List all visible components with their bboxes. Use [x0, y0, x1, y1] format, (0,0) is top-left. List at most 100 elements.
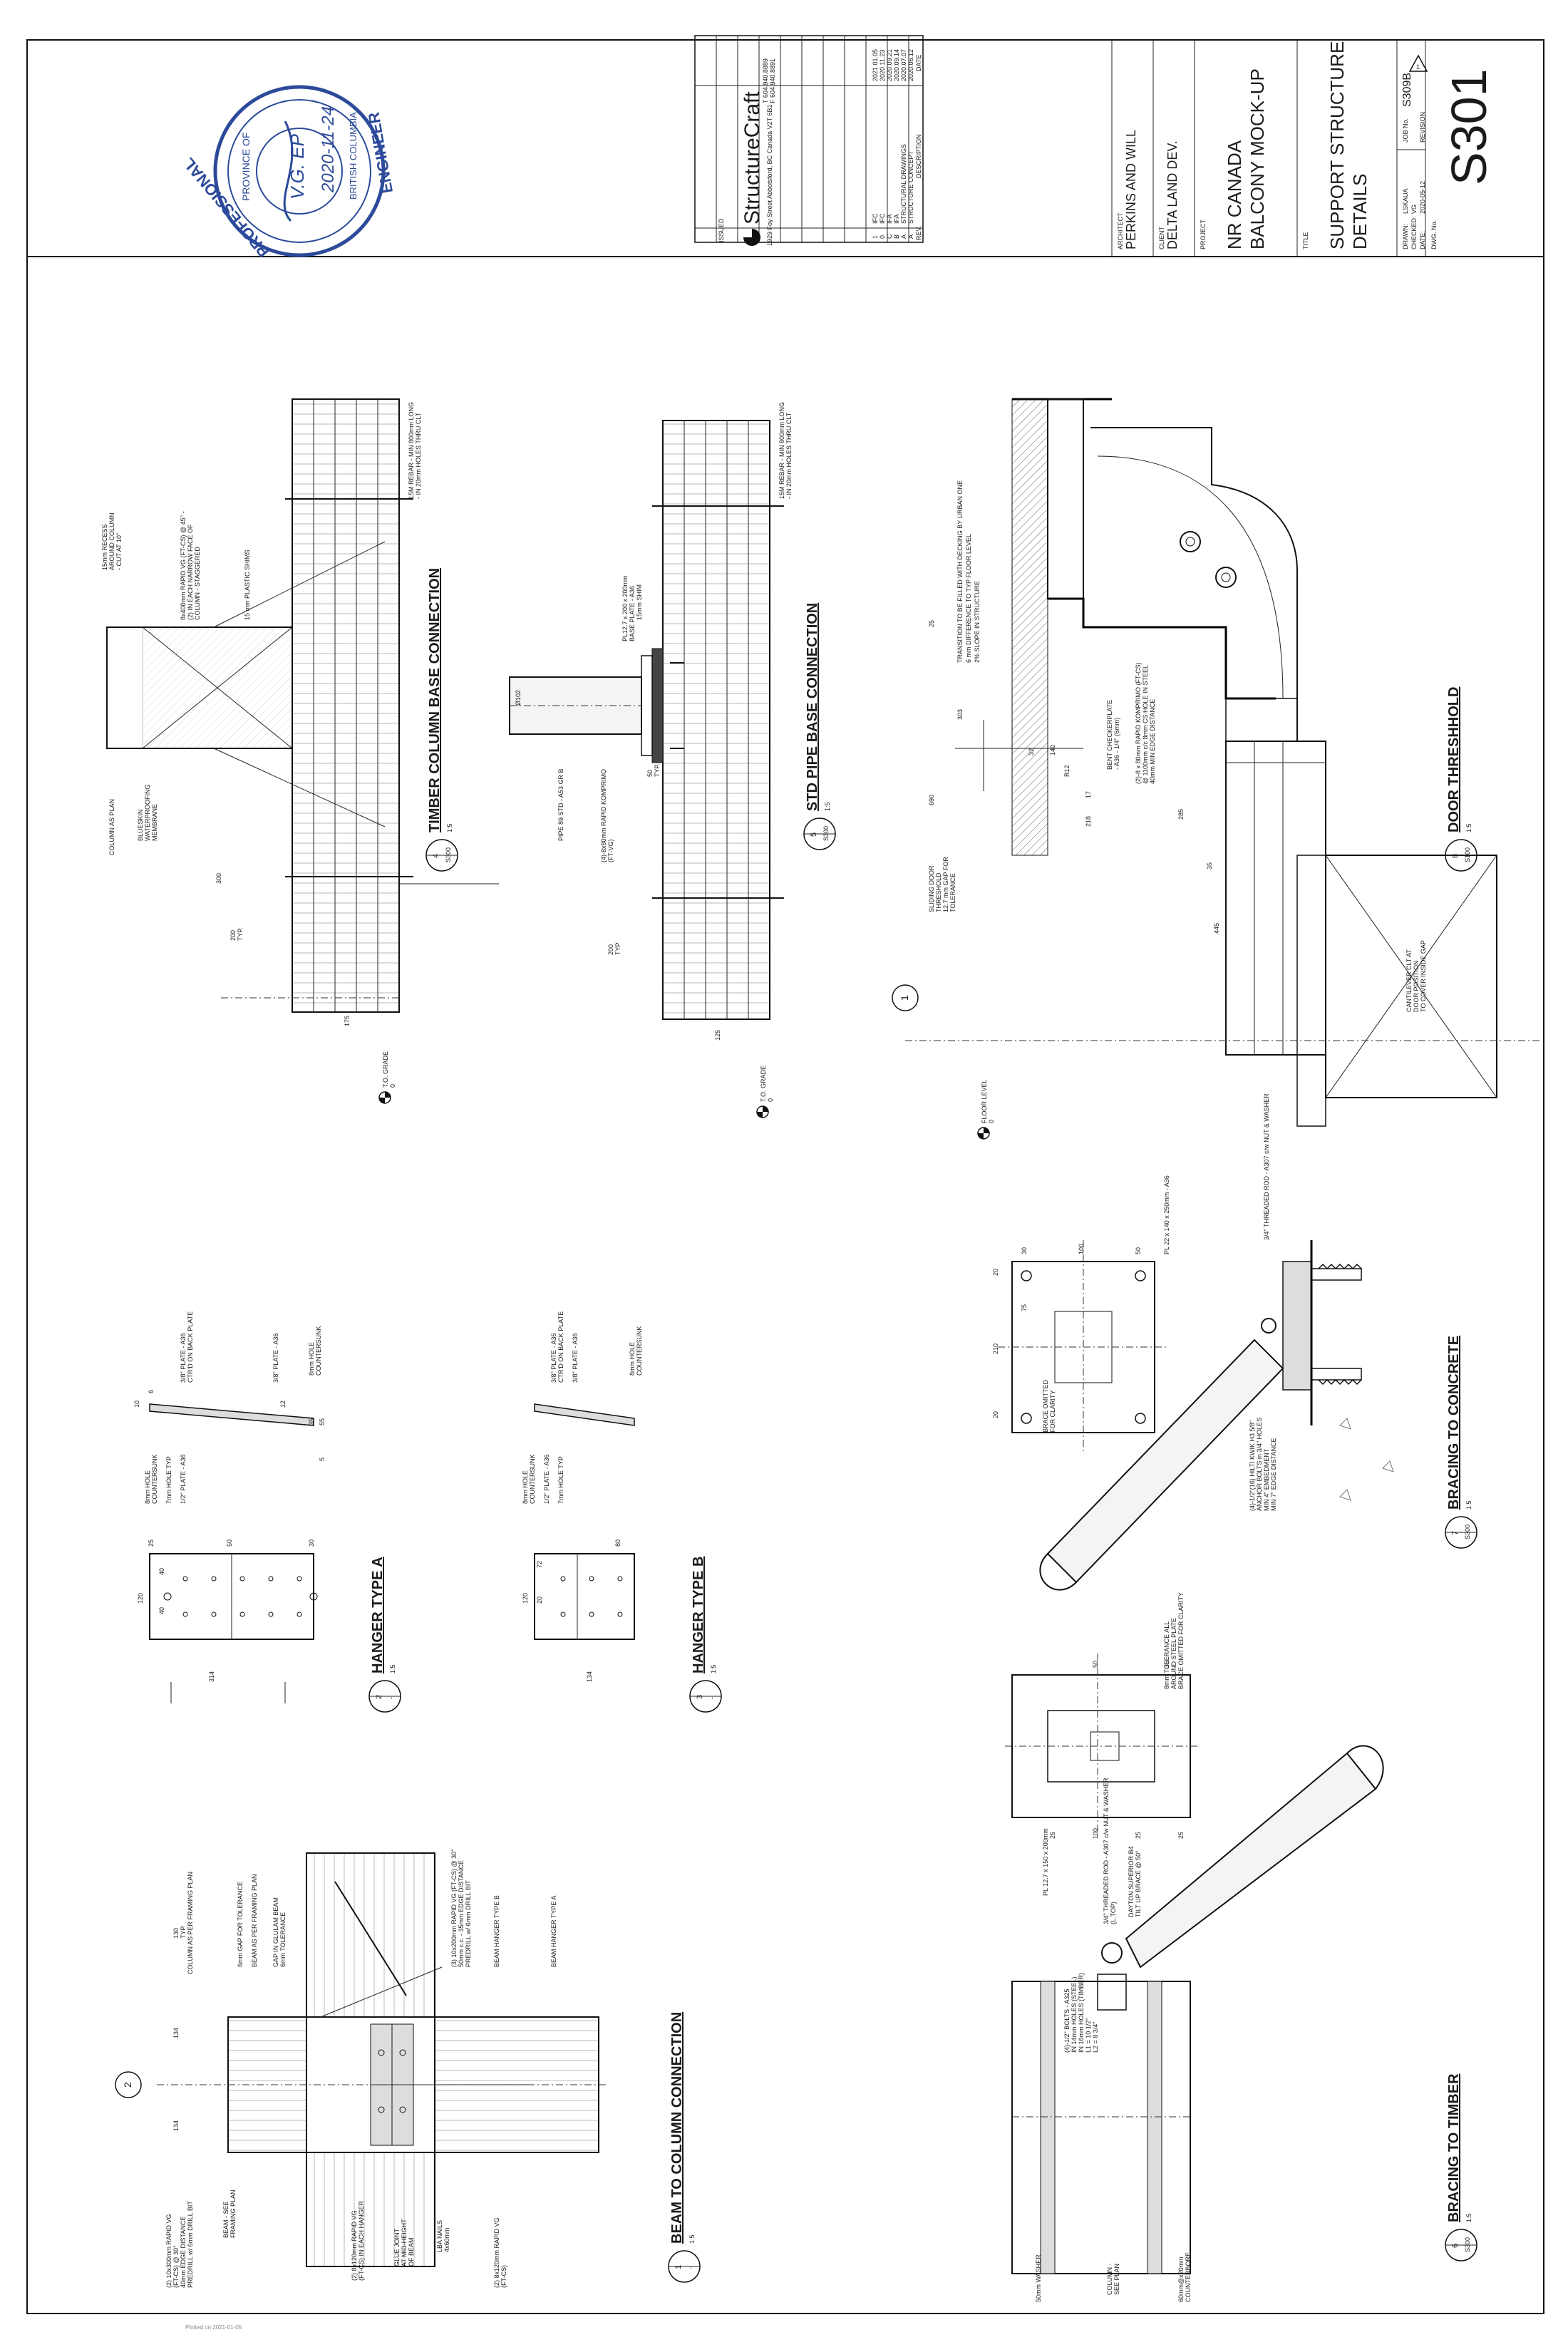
- firm-block: StructureCraft 1929 Foy Street Abbotsfor…: [741, 58, 776, 246]
- d5-plate: PL12.7 x 200 x 200mm: [621, 575, 629, 641]
- d5-grade-marker: T.O. GRADE 0: [756, 1066, 774, 1118]
- d3-scale: 1:5: [710, 1664, 717, 1673]
- d5-scale: 1:5: [824, 802, 831, 811]
- rev-header-rev: REV.: [915, 226, 922, 240]
- rev-2-num: 0: [879, 235, 886, 239]
- d6-dim-25c: 25: [1177, 1832, 1185, 1839]
- detail-1-title: 1 - BEAM TO COLUMN CONNECTION 1:5: [668, 2012, 701, 2283]
- d8-dim-35: 35: [1206, 862, 1213, 870]
- d3-plate-2: CTR'D ON BACK PLATE: [557, 1311, 564, 1383]
- detail-1-drawing: [157, 1852, 606, 2267]
- d3-dim-20: 20: [536, 1597, 543, 1604]
- issued-label: ISSUED: [718, 218, 725, 242]
- rev-3-date: 2020.09.21: [886, 49, 893, 81]
- d5-dim-typ-2: TYP: [614, 942, 621, 955]
- d4-screws-2: (2) IN EACH NARROW FACE OF: [187, 524, 194, 620]
- d2-dim-314: 314: [208, 1671, 215, 1682]
- d1-screws-30b: 50mm c.c. - 35mm EDGE DISTANCE: [458, 1860, 465, 1967]
- d6-counter: 60mm@x20mm: [1177, 2256, 1185, 2302]
- d1-left-3: (2) 8x120mm RAPID VG: [351, 2210, 358, 2281]
- d8-dim-17: 17: [1085, 791, 1092, 798]
- detail-3-drawing: [534, 1403, 635, 1640]
- d8-dim-25: 25: [928, 620, 935, 627]
- checked-label: CHECKED:: [1410, 216, 1418, 249]
- drawn-value: LSKAUA: [1402, 188, 1409, 214]
- d8-floor: FLOOR LEVEL: [981, 1079, 988, 1123]
- d7-scale: 1:5: [1465, 1500, 1472, 1510]
- rev-header-date: DATE: [915, 55, 922, 71]
- rev-5-date: 2020.07.07: [900, 49, 907, 81]
- firm-fax: F 604.940.8891: [769, 58, 776, 103]
- detail-3-title: 3 - HANGER TYPE B 1:5: [689, 1557, 722, 1713]
- d1-grid: 2: [122, 2082, 133, 2088]
- d4-dim-typ: TYP.: [237, 927, 244, 941]
- rev-5-num: A: [900, 234, 907, 239]
- client-block: CLIENT DELTA LAND DEV.: [1158, 140, 1180, 249]
- d5-dim-200: 200: [607, 944, 614, 955]
- firm-name: StructureCraft: [741, 91, 764, 225]
- d6-clevis: DAYTON SUPERIOR B4: [1128, 1846, 1135, 1917]
- architect-block: ARCHITECT PERKINS AND WILL: [1117, 130, 1138, 249]
- d4-recess: 15mm RECESS: [101, 524, 108, 570]
- client-name: DELTA LAND DEV.: [1165, 140, 1180, 249]
- d4-title: TIMBER COLUMN BASE CONNECTION: [427, 568, 443, 832]
- detail-6-title: 6 S300 BRACING TO TIMBER 1:5: [1445, 2073, 1477, 2261]
- d8-transition: TRANSITION TO BE FILLED WITH DECKING BY …: [956, 480, 964, 663]
- d2-plate-2: CTR'D ON BACK PLATE: [187, 1311, 194, 1383]
- detail-4-title: 4 S300 TIMBER COLUMN BASE CONNECTION 1:5: [425, 568, 458, 872]
- d6-ref: S300: [1464, 2237, 1471, 2252]
- d5-dia: Ø102: [515, 690, 522, 706]
- d2-dim-120: 120: [137, 1593, 144, 1604]
- date-label: DATE:: [1419, 231, 1426, 249]
- d1-dim-134b: 134: [172, 2120, 180, 2131]
- issued-label-group: ISSUED: [718, 218, 725, 242]
- detail-8-drawing: [905, 398, 1539, 1127]
- d2-plate: 3/8" PLATE - A36: [180, 1333, 187, 1383]
- seal-region: BRITISH COLUMBIA: [348, 112, 359, 200]
- rev-6-date: 2020.06.12: [907, 49, 914, 81]
- d8-door-2: THRESHOLD: [935, 872, 942, 912]
- rev-6-num: A: [907, 234, 914, 239]
- d3-title: HANGER TYPE B: [691, 1557, 706, 1673]
- rev-3-desc: IFA: [886, 214, 893, 224]
- architect-label: ARCHITECT: [1117, 212, 1124, 249]
- d2-dim-10: 10: [133, 1401, 140, 1408]
- d6-dim-25a: 25: [1049, 1832, 1056, 1839]
- firm-phone: T 604.940.8889: [762, 58, 769, 103]
- rev-4-desc: IFA: [893, 214, 900, 224]
- hanger-a-holes: [163, 1576, 318, 1617]
- d3-hole-left-2: COUNTERSUNK: [529, 1454, 536, 1504]
- d7-num: 7: [1451, 1531, 1460, 1535]
- d7-dim-30: 30: [1021, 1247, 1028, 1254]
- d1-left-1d: PREDRILL w/ 6mm DRILL BIT: [187, 2201, 194, 2288]
- d1-dim-130: 130: [172, 1928, 180, 1939]
- d1-left-1c: 40mm EDGE DISTANCE: [180, 2217, 187, 2288]
- detail-6-drawing: [1005, 1654, 1384, 2274]
- d4-scale: 1:5: [446, 823, 453, 832]
- d3-half-plate: 1/2" PLATE - A36: [543, 1454, 550, 1504]
- d1-num: 1: [674, 2265, 683, 2269]
- d2-hole-2: COUNTERSUNK: [315, 1326, 322, 1376]
- d3-ref: -: [708, 1697, 716, 1699]
- dwg-number-block: DWG. No. S301: [1430, 69, 1497, 249]
- d8-floor-value: 0: [988, 1120, 995, 1123]
- d2-ref: -: [388, 1697, 395, 1699]
- detail-2-drawing: [149, 1403, 318, 1703]
- project-line-1: NR CANADA: [1224, 140, 1245, 249]
- d6-washer: 50mm WASHER: [1035, 2254, 1042, 2302]
- detail-5-notes: Ø102 PIPE 89 STD - A53 GR B PL12.7 x 200…: [515, 402, 793, 1118]
- d1-title: BEAM TO COLUMN CONNECTION: [669, 2012, 685, 2244]
- d1-left-4b: AT MID-HEIGHT: [401, 2219, 408, 2266]
- d7-anchors: (4)-1/2"(16) HILTI KWIK H3 5/8": [1249, 1420, 1256, 1511]
- d3-dim-72: 72: [536, 1561, 543, 1568]
- drawn-checked-block: DRAWN: LSKAUA CHECKED: VG DATE: 2020-05-…: [1401, 73, 1426, 249]
- d4-recess-3: - CUT AT 10°: [115, 532, 123, 570]
- rev-4-date: 2020.09.14: [893, 49, 900, 81]
- detail-3-notes: 3/8" PLATE - A36 CTR'D ON BACK PLATE 3/8…: [522, 1311, 643, 1682]
- d7-anchors-3: MIN 4" EMBEDMENT: [1263, 1448, 1270, 1511]
- d6-title: BRACING TO TIMBER: [1446, 2073, 1462, 2222]
- d7-dim-75: 75: [1021, 1304, 1028, 1311]
- detail-6-notes: PL 12.7 x 150 x 200mm (4)-1/2" BOLTS - A…: [1035, 1592, 1192, 2302]
- d8-dim-690: 690: [928, 795, 935, 805]
